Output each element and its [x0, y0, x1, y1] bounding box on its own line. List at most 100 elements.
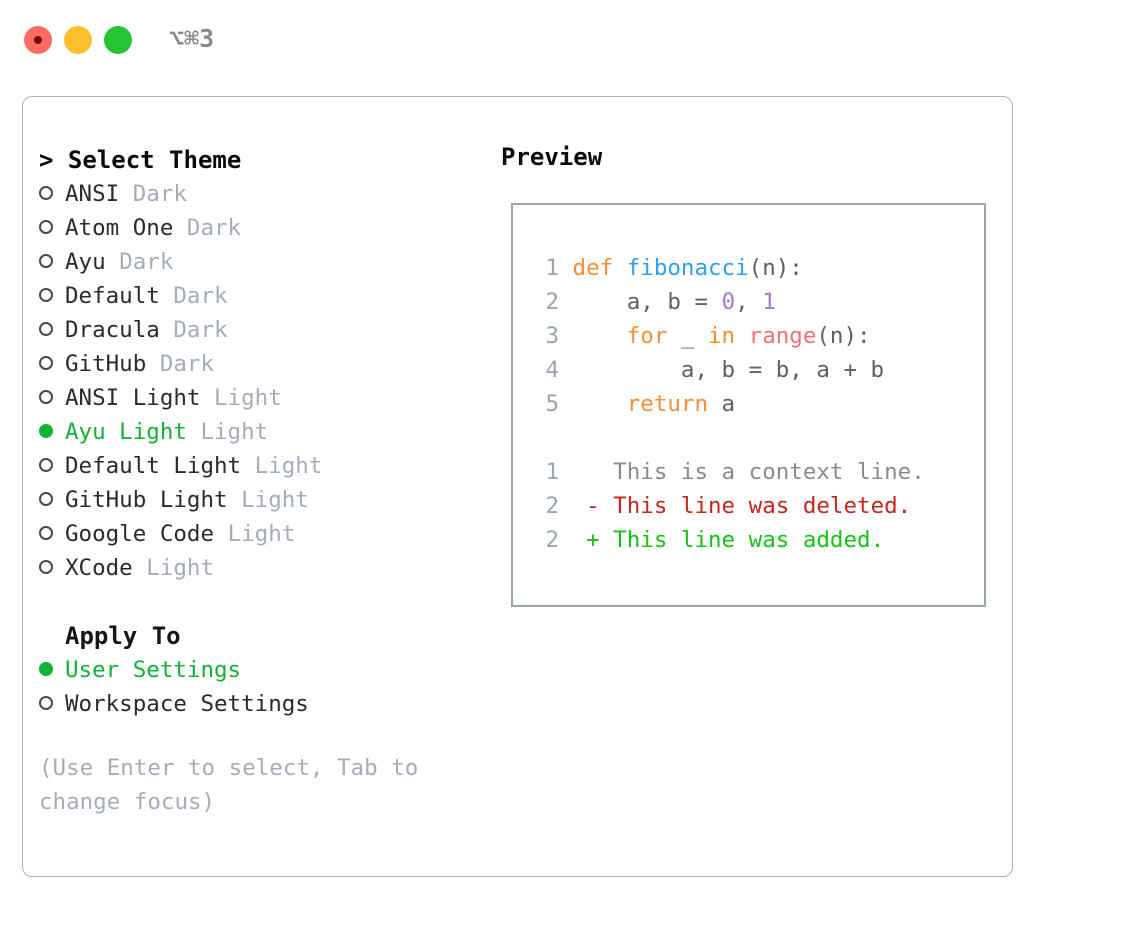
code-token: range	[748, 323, 817, 349]
radio-unselected-icon	[39, 347, 65, 381]
select-theme-heading: > Select Theme	[39, 146, 242, 174]
theme-option-label: ANSI	[65, 181, 120, 207]
recording-indicator-icon	[34, 36, 42, 44]
theme-option-default[interactable]: Default Dark	[39, 279, 479, 313]
code-token: (n):	[816, 323, 871, 349]
theme-option-google-code[interactable]: Google Code Light	[39, 517, 479, 551]
radio-unselected-icon	[39, 449, 65, 483]
radio-unselected-icon	[39, 483, 65, 517]
theme-option-ansi[interactable]: ANSI Dark	[39, 177, 479, 211]
diff-line-ctx: 1 This is a context line.	[529, 455, 924, 489]
theme-option-default-light[interactable]: Default Light Light	[39, 449, 479, 483]
diff-line-del: 2 - This line was deleted.	[529, 489, 925, 523]
title-bar: ⌥⌘3	[0, 0, 1140, 78]
apply-to-option-workspace-settings[interactable]: Workspace Settings	[39, 687, 479, 721]
radio-unselected-icon	[39, 245, 65, 279]
theme-option-label: GitHub Light	[65, 487, 228, 513]
code-token	[573, 391, 627, 417]
code-line: 4 a, b = b, a + b	[529, 353, 925, 387]
code-token: return	[626, 391, 709, 417]
diff-text: This line was added.	[599, 527, 885, 553]
line-number: 2	[545, 527, 559, 553]
line-number: 2	[545, 289, 559, 315]
line-number: 2	[545, 493, 559, 519]
minimize-button[interactable]	[64, 26, 92, 54]
code-token: 1	[762, 289, 776, 315]
theme-variant-label: Light	[146, 555, 215, 581]
line-number: 5	[545, 391, 559, 417]
apply-to-option-user-settings[interactable]: User Settings	[39, 653, 479, 687]
code-line: 2 a, b = 0, 1	[529, 285, 925, 319]
code-line: 5 return a	[529, 387, 925, 421]
theme-option-ayu[interactable]: Ayu Dark	[39, 245, 479, 279]
code-line: 3 for _ in range(n):	[529, 319, 925, 353]
preview-heading: Preview	[501, 143, 603, 171]
code-token: a, b =	[572, 289, 722, 315]
keyboard-hint-text: (Use Enter to select, Tab to change focu…	[39, 755, 419, 815]
theme-variant-label: Light	[214, 385, 282, 411]
theme-variant-label: Dark	[132, 181, 187, 207]
theme-variant-label: Light	[254, 453, 323, 479]
theme-option-label: ANSI Light	[65, 385, 201, 411]
diff-marker	[586, 459, 600, 485]
theme-variant-label: Dark	[159, 351, 215, 377]
radio-unselected-icon	[39, 313, 65, 347]
radio-unselected-icon	[39, 211, 65, 245]
radio-unselected-icon	[39, 381, 65, 415]
theme-option-atom-one[interactable]: Atom One Dark	[39, 211, 479, 245]
apply-to-option-label: Workspace Settings	[65, 691, 309, 717]
theme-option-github[interactable]: GitHub Dark	[39, 347, 479, 381]
theme-option-label: GitHub	[65, 351, 147, 377]
diff-marker: -	[586, 493, 600, 519]
code-line: 1 def fibonacci(n):	[529, 251, 925, 285]
theme-option-label: Atom One	[65, 215, 174, 241]
radio-unselected-icon	[39, 517, 65, 551]
radio-selected-icon	[39, 415, 65, 449]
theme-option-label: XCode	[65, 555, 133, 581]
theme-option-label: Dracula	[65, 317, 160, 343]
code-token	[613, 255, 627, 281]
theme-option-ayu-light[interactable]: Ayu Light Light	[39, 415, 479, 449]
radio-selected-icon	[39, 653, 65, 687]
keyboard-shortcut-label: ⌥⌘3	[169, 24, 215, 53]
theme-variant-label: Light	[241, 487, 309, 513]
theme-option-github-light[interactable]: GitHub Light Light	[39, 483, 479, 517]
diff-text: This line was deleted.	[599, 493, 912, 519]
code-token: ,	[735, 289, 763, 315]
theme-option-label: Google Code	[65, 521, 215, 547]
code-token: (n):	[748, 255, 803, 281]
theme-variant-label: Light	[200, 419, 269, 445]
code-token	[735, 323, 749, 349]
theme-option-dracula[interactable]: Dracula Dark	[39, 313, 479, 347]
code-token: 0	[721, 289, 736, 315]
theme-variant-label: Dark	[173, 317, 228, 343]
theme-option-label: Ayu	[65, 249, 106, 275]
diff-line-add: 2 + This line was added.	[529, 523, 925, 557]
code-token: _	[667, 323, 709, 349]
code-token: in	[708, 323, 736, 349]
maximize-button[interactable]	[104, 26, 132, 54]
code-token: a, b = b, a + b	[572, 357, 885, 383]
line-number: 1	[545, 255, 559, 281]
code-token: fibonacci	[626, 255, 749, 281]
line-number: 1	[545, 459, 559, 485]
radio-unselected-icon	[39, 177, 65, 211]
theme-option-ansi-light[interactable]: ANSI Light Light	[39, 381, 479, 415]
theme-variant-label: Dark	[186, 215, 242, 241]
line-number: 4	[545, 357, 559, 383]
theme-option-label: Ayu Light	[65, 419, 187, 445]
line-number: 3	[545, 323, 559, 349]
code-token: for	[626, 323, 668, 349]
theme-option-label: Default	[65, 283, 160, 309]
theme-option-xcode[interactable]: XCode Light	[39, 551, 479, 585]
code-diff-separator	[529, 421, 925, 455]
radio-unselected-icon	[39, 687, 65, 721]
code-token: a	[708, 391, 736, 417]
theme-variant-label: Light	[227, 521, 296, 547]
